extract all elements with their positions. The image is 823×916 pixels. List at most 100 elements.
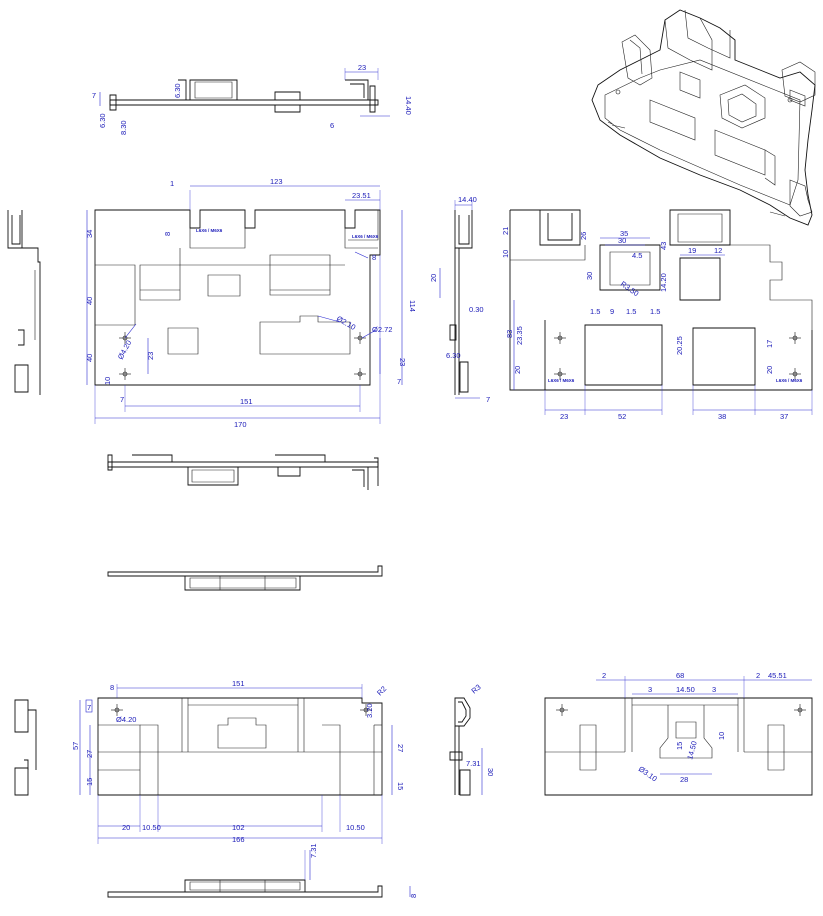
dim-label: 10: [501, 250, 510, 258]
dim-label: 151: [232, 679, 245, 688]
dim-label: 10.50: [346, 823, 365, 832]
stamp-label: L6X6 / M6X6: [352, 234, 379, 239]
front-view-2: 8 151 R2 7 Ø4.20 57 27 15 3.20 27 15 20 …: [71, 679, 405, 844]
dim-label: 17: [765, 340, 774, 348]
dim-label: 1.5: [650, 307, 660, 316]
left-side-view-2: [14, 699, 37, 796]
dim-label: 38: [718, 412, 726, 421]
dim-label: R2: [375, 684, 388, 697]
dim-label: 43: [659, 242, 668, 250]
bottom-view: 7.31 8: [107, 843, 418, 898]
dim-label: 1.5: [626, 307, 636, 316]
mid-bottom-profile-view: [107, 565, 383, 591]
dim-label: 23: [398, 358, 407, 366]
dim-label: Ø4.20: [116, 339, 134, 361]
side-view-1: 14.40 20 0.30 6.30 7: [429, 195, 490, 404]
isometric-3d-view: [591, 9, 816, 226]
dim-label: Ø4.20: [116, 715, 136, 724]
dim-label: 2: [756, 671, 760, 680]
dim-label: 3.20: [365, 703, 374, 718]
dim-label: 6.30: [173, 83, 182, 98]
dim-label: 8.30: [119, 120, 128, 135]
dim-label: 6: [330, 121, 334, 130]
dim-label: 40: [85, 354, 94, 362]
dim-label: 45.51: [768, 671, 787, 680]
dim-label: 20: [122, 823, 130, 832]
dim-label: 57: [71, 742, 80, 750]
dim-label: Ø2.72: [372, 325, 392, 334]
dim-label: 14.40: [404, 96, 413, 115]
dim-label: 37: [780, 412, 788, 421]
middle-top-view: [107, 454, 379, 490]
dim-label: 30: [585, 272, 594, 280]
dim-label: 10.50: [142, 823, 161, 832]
stamp-label: L6X6 / M6X6: [548, 378, 575, 383]
dim-label: 23: [146, 352, 155, 360]
dim-label: 8: [110, 683, 114, 692]
dim-label: 35: [620, 229, 628, 238]
dim-label: 12: [714, 246, 722, 255]
dim-label: 26: [579, 232, 588, 240]
dim-label: 83: [505, 330, 514, 338]
dim-label: 23.35: [515, 326, 524, 345]
dim-label: 7: [120, 395, 124, 404]
front-view-1: L6X6 / M6X6 L6X6 / M6X6 123 1 23.51 8 34…: [85, 177, 417, 429]
dim-label: 102: [232, 823, 245, 832]
dim-label: 15: [85, 778, 94, 786]
dim-label: 7.31: [466, 759, 481, 768]
dim-label: 8: [163, 232, 172, 236]
dim-label: 3: [648, 685, 652, 694]
dim-label: 8: [409, 894, 418, 898]
dim-label: 1.5: [590, 307, 600, 316]
dim-label: 170: [234, 420, 247, 429]
dim-label: 20.25: [675, 336, 684, 355]
dim-label: 7: [92, 91, 96, 100]
dim-label: 27: [396, 744, 405, 752]
dim-label: 7.31: [309, 843, 318, 858]
top-view-1: 23 7 6.30 8.30 6.30 14.40 6: [92, 63, 413, 135]
dim-label: 30: [618, 236, 626, 245]
dim-label: 114: [408, 300, 417, 312]
dim-label: 10: [717, 732, 726, 740]
dim-label: 6.30: [446, 351, 461, 360]
dim-label: 40: [85, 297, 94, 305]
dim-label: 6.30: [98, 113, 107, 128]
dim-label: 8: [372, 253, 376, 262]
dim-label: 0.30: [469, 305, 484, 314]
dim-label: 19: [688, 246, 696, 255]
dim-label: 14.50: [685, 740, 699, 760]
dim-label: 20: [513, 366, 522, 374]
dim-label: 14.50: [676, 685, 695, 694]
dim-label: 7: [87, 703, 91, 712]
dim-label: 3: [712, 685, 716, 694]
dim-label: 1: [170, 179, 174, 188]
detail-view-2: 2 68 2 45.51 3 14.50 3 10 15 14.50 Ø3.10…: [544, 671, 813, 796]
dim-label: 34: [85, 230, 94, 238]
dim-label: 23: [358, 63, 366, 72]
dim-label: 7: [397, 377, 401, 386]
dim-label: 166: [232, 835, 245, 844]
dim-label: 15: [675, 742, 684, 750]
dim-label: 123: [270, 177, 283, 186]
dim-label: R3: [470, 682, 483, 695]
dim-label: 14.20: [659, 273, 668, 292]
dim-label: 68: [676, 671, 684, 680]
dim-label: Ø3.10: [637, 764, 659, 783]
dim-label: 2: [602, 671, 606, 680]
dim-label: 9: [610, 307, 614, 316]
stamp-label: L6X6 / M6X6: [776, 378, 803, 383]
left-side-view-1: [7, 210, 41, 395]
dim-label: Ø2.10: [335, 314, 357, 332]
dim-label: 27: [85, 750, 94, 758]
dim-label: 30: [486, 768, 495, 776]
detail-view-1: L6X6 / M6X6 L6X6 / M6X6 21 10 26 43 35 3…: [501, 209, 813, 421]
side-view-2: R3 7.31 30: [449, 682, 495, 796]
stamp-label: L6X6 / M6X6: [196, 228, 223, 233]
dim-label: 23.51: [352, 191, 371, 200]
dim-label: 10: [103, 377, 112, 385]
dim-label: 21: [501, 227, 510, 235]
dim-label: 15: [396, 782, 405, 790]
dim-label: 28: [680, 775, 688, 784]
dim-label: 14.40: [458, 195, 477, 204]
